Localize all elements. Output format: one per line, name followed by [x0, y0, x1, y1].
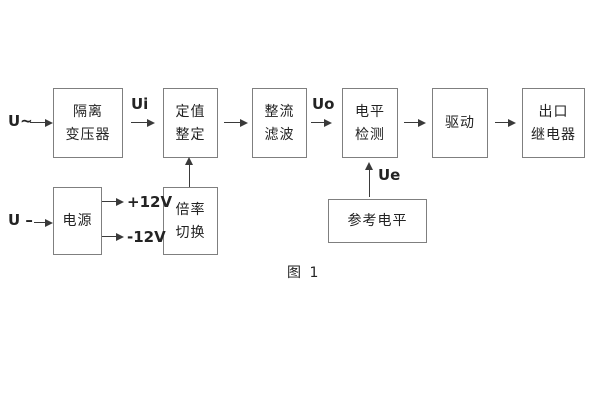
label-signal-ue: Ue — [378, 166, 401, 184]
arrow-up-icon-ratio-to-setpoint — [185, 157, 194, 187]
arrow-right-icon-ac-input — [30, 119, 53, 128]
arrow-right-icon-pos-rail — [102, 198, 124, 207]
box-isolation-transformer-line2: 变压器 — [65, 126, 111, 143]
box-rectifier-filter: 整流 滤波 — [252, 88, 307, 158]
box-ratio-switch: 倍率 切换 — [163, 187, 218, 255]
label-signal-ui: Ui — [131, 95, 149, 113]
box-setpoint-adjust: 定值 整定 — [163, 88, 218, 158]
label-signal-uo: Uo — [312, 95, 335, 113]
box-power-supply-line1: 电源 — [62, 213, 93, 229]
label-input-dc: U – — [8, 211, 33, 229]
box-setpoint-adjust-line2: 整定 — [175, 126, 206, 143]
label-input-ac: U~ — [8, 112, 33, 130]
box-reference-level: 参考电平 — [328, 199, 427, 243]
arrow-up-icon-ue-reference — [365, 162, 374, 197]
arrow-right-icon-detect-to-drive — [404, 119, 426, 128]
box-setpoint-adjust-line1: 定值 — [175, 103, 206, 120]
arrow-right-icon-uo — [311, 119, 332, 128]
box-drive-line1: 驱动 — [445, 115, 475, 131]
box-isolation-transformer: 隔离 变压器 — [53, 88, 123, 158]
figure-caption: 图 1 — [287, 265, 321, 281]
arrow-right-icon-neg-rail — [102, 233, 124, 242]
arrow-right-icon-ui — [131, 119, 155, 128]
box-output-relay-line1: 出口 — [538, 103, 569, 120]
box-power-supply: 电源 — [53, 187, 102, 255]
arrow-right-icon-drive-to-relay — [495, 119, 516, 128]
box-ratio-switch-line2: 切换 — [175, 224, 206, 241]
arrow-right-icon-setpoint-to-rectifier — [224, 119, 248, 128]
box-rectifier-filter-line2: 滤波 — [264, 126, 295, 143]
box-reference-level-line1: 参考电平 — [347, 213, 408, 229]
box-rectifier-filter-line1: 整流 — [264, 103, 295, 120]
box-level-detect-line2: 检测 — [355, 126, 385, 143]
label-rail-neg-12v: -12V — [127, 228, 166, 246]
box-output-relay-line2: 继电器 — [531, 126, 576, 143]
box-output-relay: 出口 继电器 — [522, 88, 585, 158]
label-rail-pos-12v: +12V — [127, 193, 173, 211]
box-ratio-switch-line1: 倍率 — [175, 201, 206, 218]
box-isolation-transformer-line1: 隔离 — [73, 103, 103, 120]
box-level-detect-line1: 电平 — [355, 103, 385, 120]
arrow-right-icon-dc-input — [34, 219, 53, 228]
box-drive: 驱动 — [432, 88, 488, 158]
box-level-detect: 电平 检测 — [342, 88, 398, 158]
